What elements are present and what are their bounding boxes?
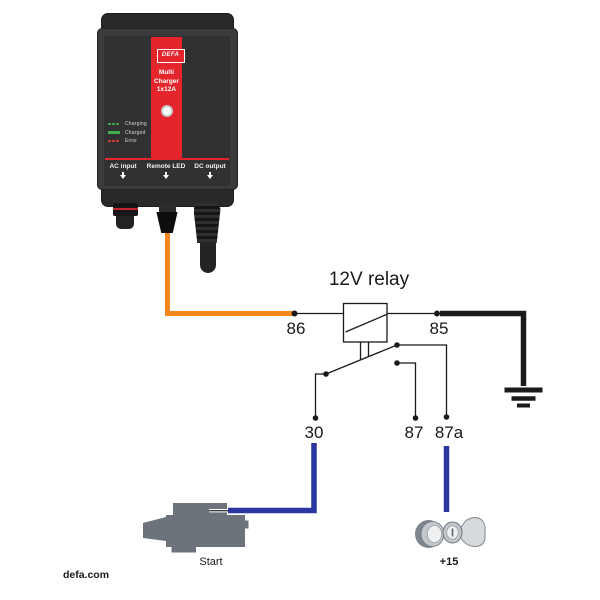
port-ac-input: AC input [100,163,146,179]
charged-led-bar-icon [108,131,123,134]
ignition-label: +15 [439,556,459,568]
dc-output-cable [199,242,216,273]
relay-coil-diagonal [345,313,387,333]
starter-label: Start [199,556,223,568]
terminal-label-30: 30 [304,423,324,442]
port-label: Remote LED [146,163,186,170]
ac-input-connector [112,203,138,216]
terminal-dots [291,310,450,421]
terminal-87a-line [397,344,448,415]
starter-motor-icon [143,503,249,553]
port-dc-output: DC output [188,163,232,179]
terminal-label-87a: 87a [434,423,464,442]
led-row-charging: Charging [108,121,147,127]
status-led-legend: Charging Charged Error [108,121,147,147]
ignition-key-icon [415,517,486,548]
charging-leds-icon [108,122,123,126]
defa-website-text: defa.com [62,569,110,581]
model-line: Charger [154,77,179,85]
relay-title: 12V relay [328,269,410,290]
ground-wire-black [440,310,527,386]
port-label: DC output [194,163,226,170]
ground-icon [504,387,543,408]
down-arrow-icon [119,171,127,179]
remote-led-socket [158,203,176,213]
relay-circuit-lines [294,302,448,416]
model-line: 1x12A [156,86,177,93]
port-label: AC input [109,163,137,170]
led-row-charged: Charged [108,130,147,136]
ac-connector-red-ring [112,207,138,210]
down-arrow-icon [162,171,170,179]
ac-input-connector-tip [116,216,134,229]
error-leds-icon [108,139,123,143]
led-label: Error [125,138,138,144]
starter-wire-blue [228,443,317,514]
remote-led-wire-orange [165,230,293,316]
led-label: Charged [125,129,146,136]
down-arrow-icon [206,171,214,179]
charger-indicator-circle [161,105,173,117]
terminal-label-86: 86 [286,319,306,338]
dc-output-cable-strain-relief [193,203,221,243]
charger-red-divider [104,157,229,160]
terminal-label-85: 85 [429,319,449,338]
relay-switch-arm [325,344,398,375]
terminal-87-line [397,362,417,416]
defa-logo: DEFA [156,49,185,63]
port-remote-led: Remote LED [140,163,192,179]
model-line: Multi [158,69,175,76]
led-row-error: Error [108,138,147,144]
remote-led-plug [156,212,178,233]
terminal-30-line [314,373,326,416]
charger-model-text: Multi Charger 1x12A [149,69,184,95]
relay-coil-box [342,302,388,343]
led-label: Charging [125,121,147,127]
terminal-label-87: 87 [404,423,424,442]
